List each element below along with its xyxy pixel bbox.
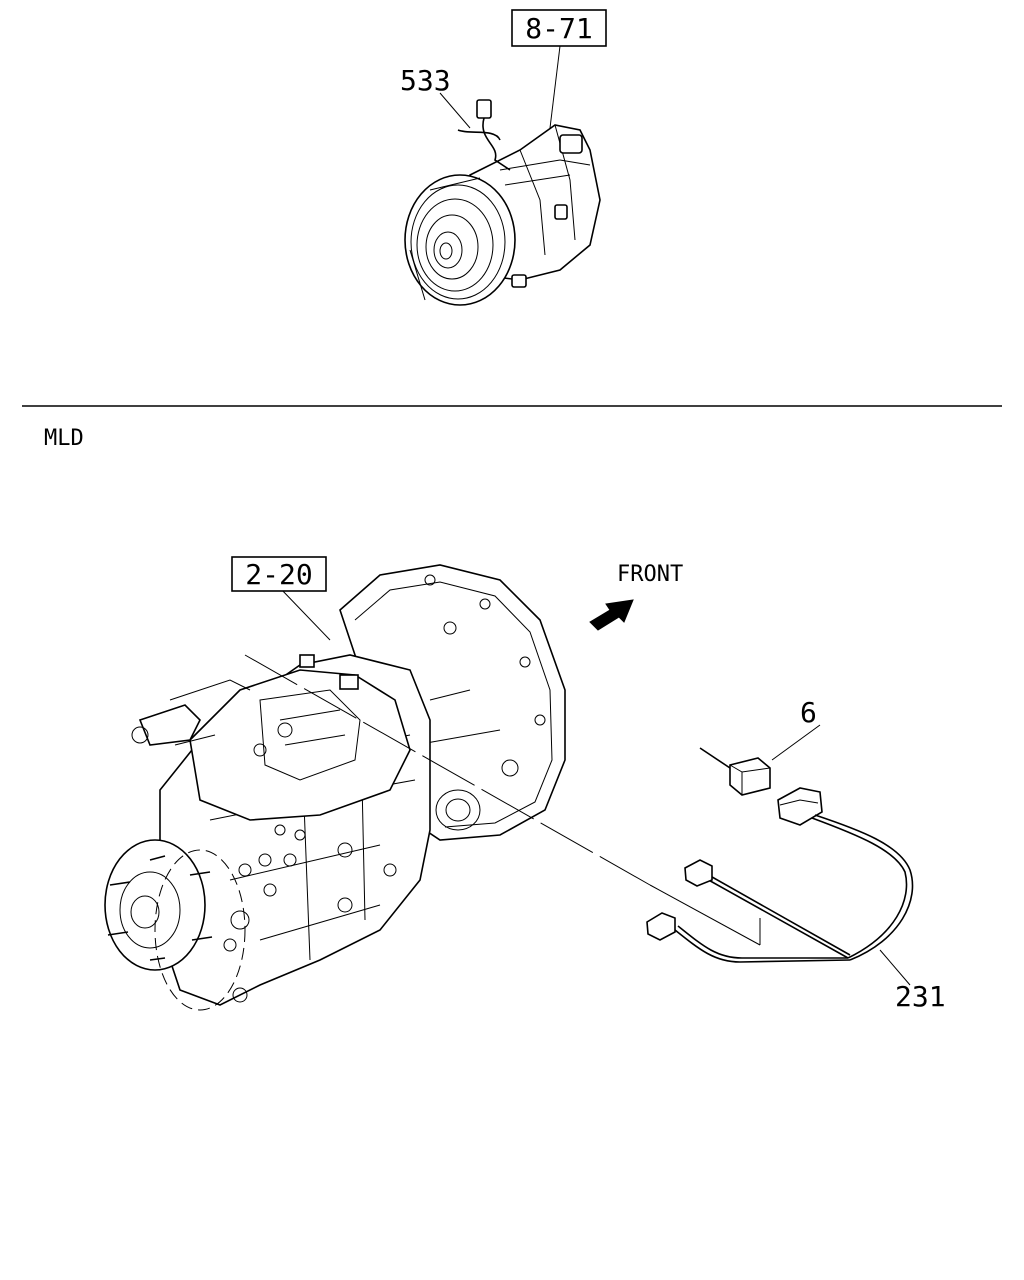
ref-box-2-20: 2-20 (231, 556, 327, 592)
callout-231: 231 (895, 980, 946, 1013)
compressor-illustration (404, 45, 601, 306)
ref-label-2-20: 2-20 (245, 558, 312, 591)
callout-6: 6 (800, 696, 817, 729)
transmission-illustration (104, 564, 761, 1011)
sensor-part-illustration (699, 724, 821, 796)
callout-533: 533 (400, 64, 451, 97)
front-label: FRONT (617, 562, 683, 587)
ref-label-8-71: 8-71 (525, 12, 592, 45)
section-label-mld: MLD (44, 426, 84, 451)
ref-box-8-71: 8-71 (511, 9, 607, 47)
harness-part-illustration (646, 787, 914, 986)
front-arrow-icon (589, 599, 634, 631)
